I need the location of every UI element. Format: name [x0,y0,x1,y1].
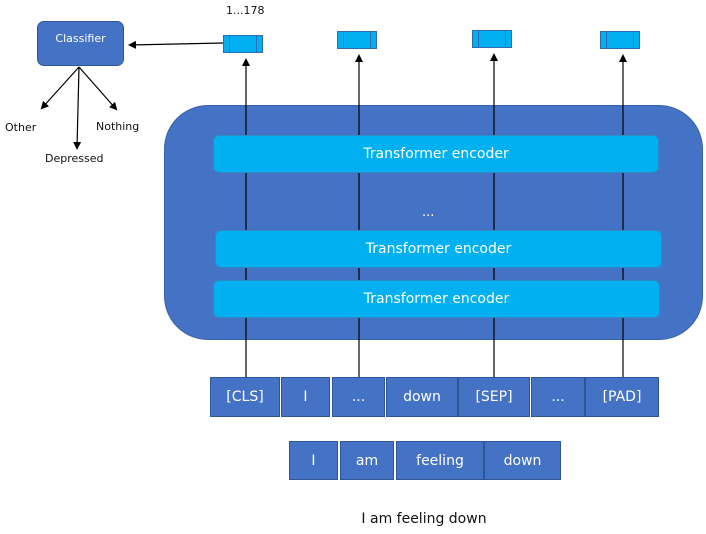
arrow-other [40,66,80,110]
encoder-label: Transformer encoder [363,291,510,307]
input-sentence: I am feeling down [361,511,487,527]
classifier-box: Classifier [37,21,124,66]
encoder-label: Transformer encoder [363,146,509,162]
token-cell: I [281,377,330,417]
encoder-label: Transformer encoder [365,241,512,257]
output-vector-cls [223,35,263,53]
transformer-encoder-middle: Transformer encoder [215,230,662,268]
token-cell: ... [531,377,585,417]
token-cell: [CLS] [210,377,280,417]
output-label-depressed: Depressed [45,152,104,165]
token-cell: [SEP] [458,377,530,417]
output-vector [600,31,640,49]
arrow-nothing [78,66,118,111]
word-cell: down [484,441,561,480]
token-cell: [PAD] [585,377,659,417]
cls-to-classifier-arrow [128,40,224,49]
arrow-depressed [73,66,82,150]
output-label-nothing: Nothing [96,120,140,133]
transformer-encoder-top: Transformer encoder [213,135,659,173]
classifier-label: Classifier [55,32,106,45]
token-cell: down [386,377,458,417]
output-vector [472,30,512,48]
word-cell: feeling [396,441,484,480]
word-cell: am [340,441,394,480]
word-cell: I [289,441,338,480]
layer-ellipsis: ... [422,205,435,220]
output-vector [337,31,377,49]
transformer-encoder-bottom: Transformer encoder [213,280,660,318]
token-cell: ... [332,377,385,417]
output-label-other: Other [5,121,37,134]
vector-dimension-label: 1...178 [226,4,265,17]
